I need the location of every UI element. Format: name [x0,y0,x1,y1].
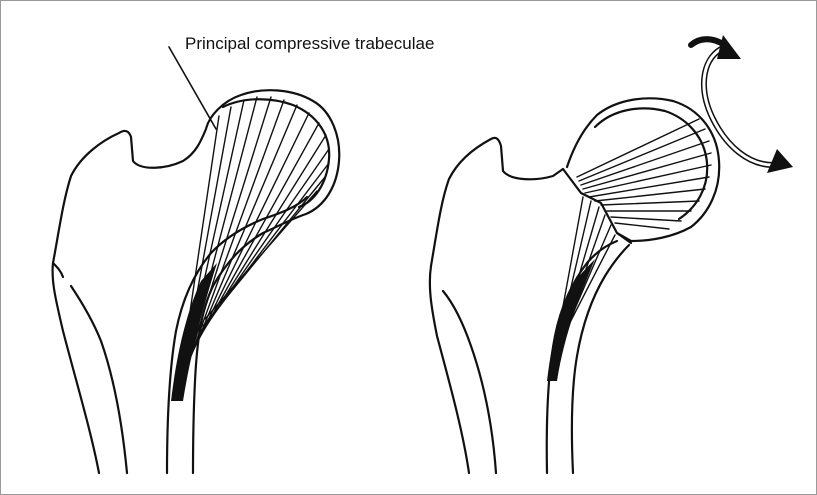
intact-femur [53,90,340,473]
intact-femur-trochanter-line [53,263,63,277]
rotation-arrow-head-top [717,35,741,59]
fractured-femur-inner-cortex-lateral [443,291,496,473]
fractured-femur-outer-cortex [430,138,563,473]
rotation-arrow-icon [691,35,793,173]
trabeculae-label: Principal compressive trabeculae [185,34,434,54]
label-leader-line [169,47,216,129]
intact-femur-outer-cortex [53,90,340,473]
rotation-arrow-head-bottom [767,149,793,173]
intact-femur-inner-cortex-lateral [71,286,127,473]
